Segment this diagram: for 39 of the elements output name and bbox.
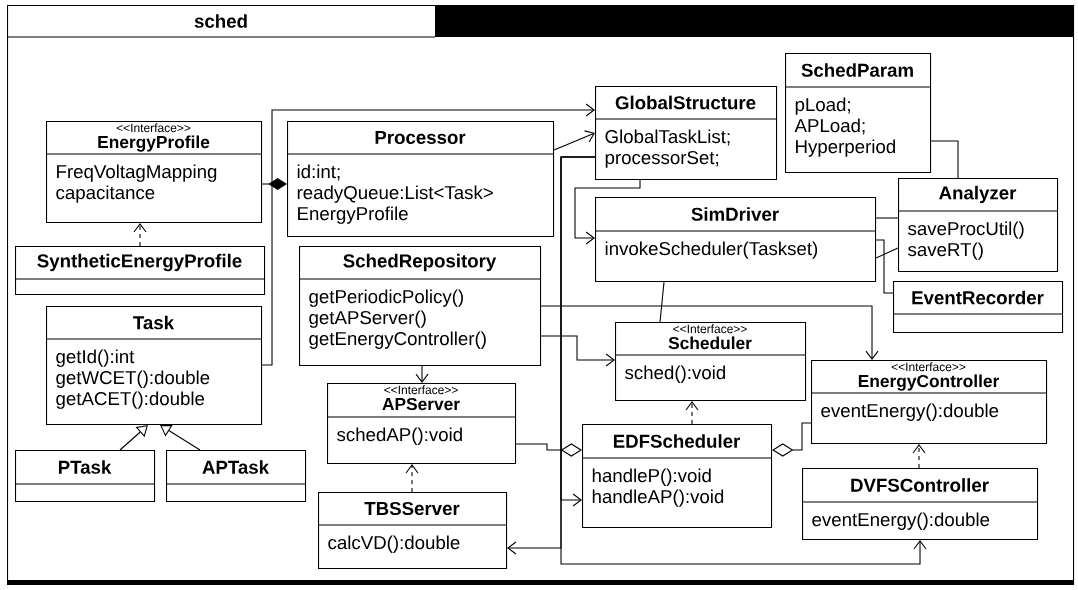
arrow <box>261 103 595 366</box>
realization-arrow <box>133 223 147 247</box>
realization-arrow <box>685 401 699 425</box>
arrow <box>553 130 595 151</box>
association-line <box>875 217 899 219</box>
class-box: Analyzer saveProcUtil() saveRT() <box>897 178 1059 273</box>
arrow <box>415 365 429 383</box>
realization-arrow <box>405 464 419 493</box>
class-box: GlobalStructure GlobalTaskList; processorSet; <box>594 86 778 181</box>
class-box: Task getId():int getWCET():double getACET():double <box>45 306 263 426</box>
association-line <box>659 281 665 323</box>
association-line <box>875 239 894 294</box>
arrow <box>540 335 615 367</box>
class-box: PTask <box>14 450 156 503</box>
arrow <box>574 179 641 245</box>
class-box: Processor id:int; readyQueue:List<Task> EnergyProfile <box>286 121 555 238</box>
association-line <box>930 140 959 179</box>
class-box: <<Interface>> APServer schedAP():void <box>326 383 517 465</box>
class-box: TBSServer calcVD():double <box>317 492 508 570</box>
aggregation-line <box>772 422 812 457</box>
class-box: APTask <box>165 450 307 503</box>
realization-arrow <box>912 444 926 469</box>
class-box: EDFScheduler handleP():void handleAP():void <box>581 424 773 529</box>
class-box: SimDriver invokeScheduler(Taskset) <box>594 197 877 283</box>
generalization-arrow <box>160 424 201 451</box>
composition-line <box>261 178 287 190</box>
arrow <box>540 305 879 360</box>
class-box: DVFSController eventEnergy():double <box>801 468 1039 541</box>
class-box: SchedRepository getPeriodicPolicy() getAPServer() getEnergyController() <box>298 246 542 367</box>
class-box: SyntheticEnergyProfile <box>14 246 266 296</box>
arrow <box>560 156 927 565</box>
class-box: <<Interface>> EnergyProfile FreqVoltagMapping capacitance <box>45 121 263 224</box>
class-box: <<Interface>> EnergyController eventEnergy():double <box>810 360 1048 445</box>
aggregation-line <box>515 443 582 457</box>
generalization-arrow <box>119 425 148 451</box>
class-box: EventRecorder <box>892 281 1064 334</box>
class-box: <<Interface>> Scheduler sched():void <box>614 322 807 402</box>
association-line <box>875 247 899 259</box>
class-box: SchedParam pLoad; APLoad; Hyperperiod <box>784 53 932 174</box>
